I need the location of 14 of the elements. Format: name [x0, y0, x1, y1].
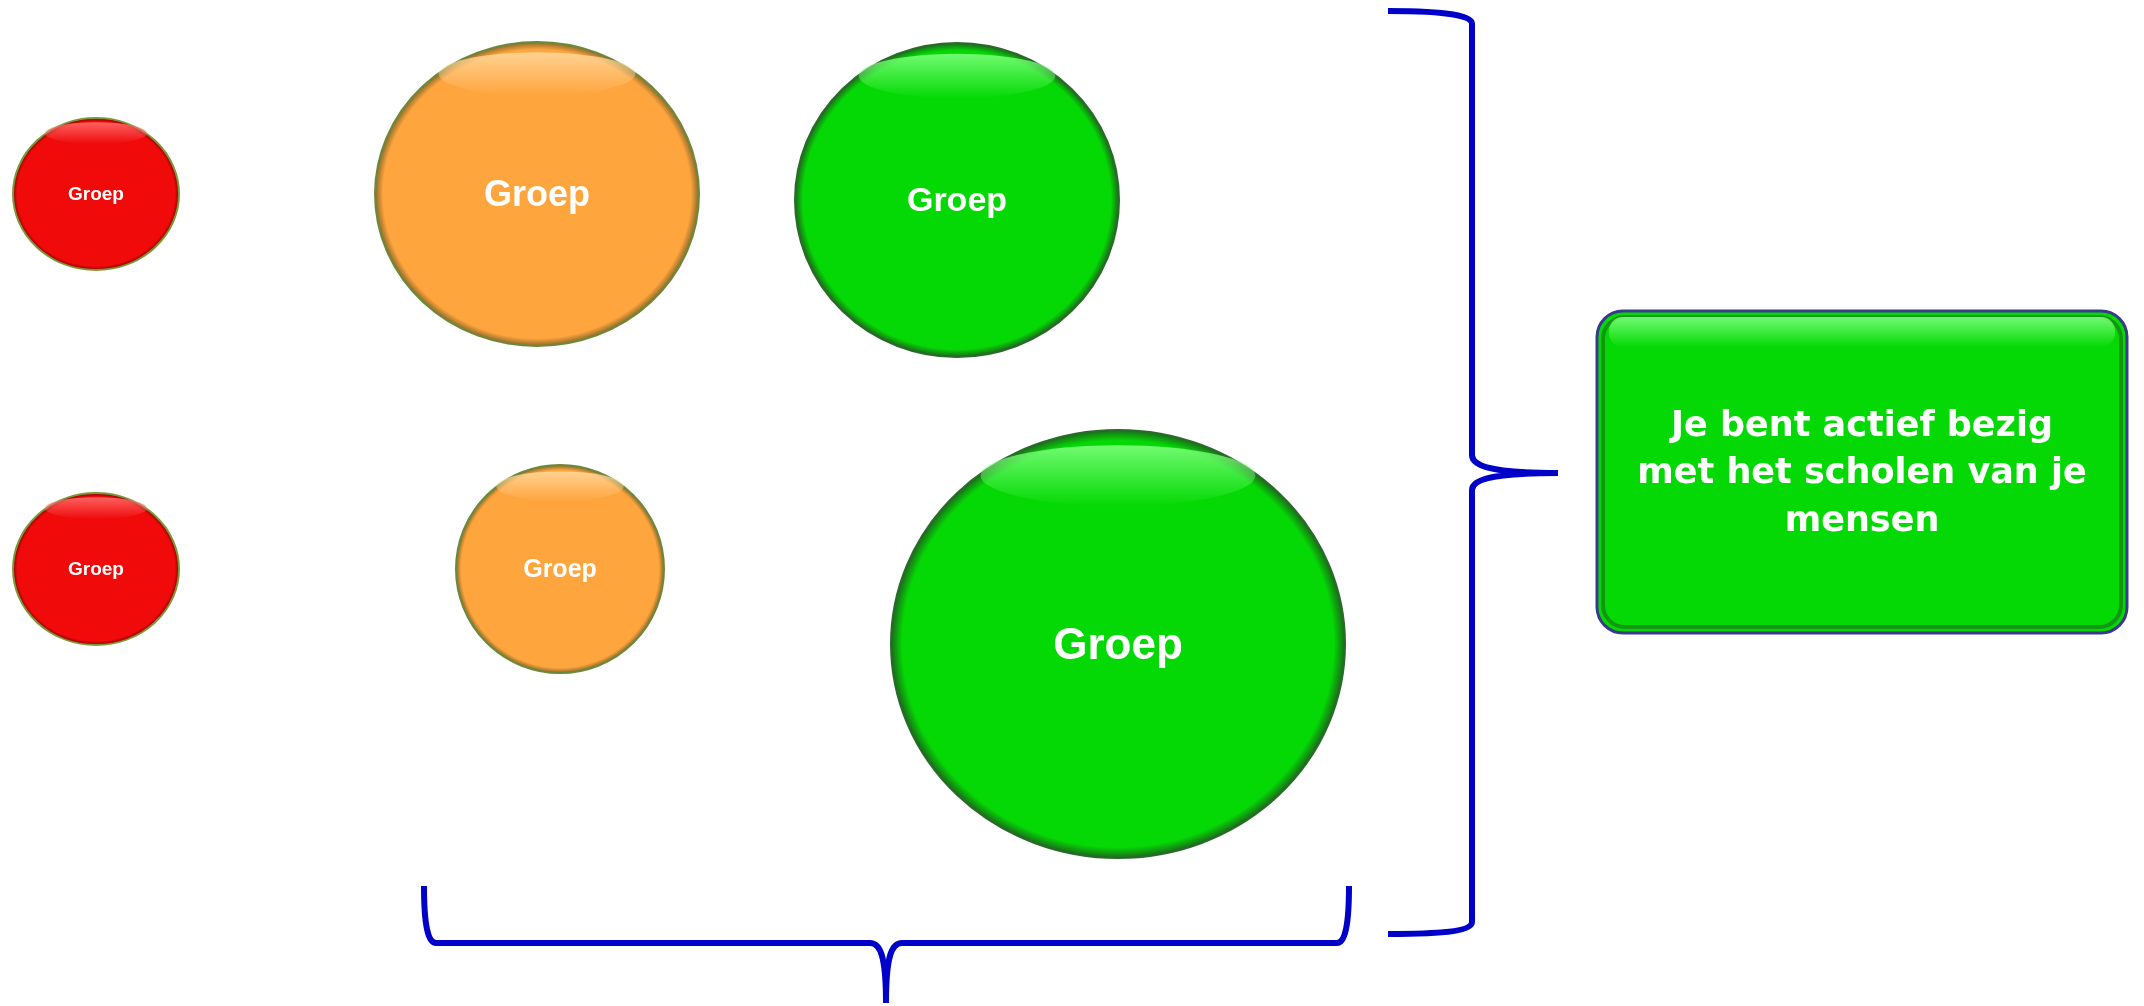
- circle: [11, 116, 181, 272]
- circle: [11, 491, 181, 647]
- circle-label: Groep: [484, 174, 590, 214]
- circle: [793, 41, 1121, 359]
- circle-label: Groep: [523, 555, 597, 583]
- circle: [454, 463, 666, 675]
- circle: [889, 428, 1347, 860]
- rounded-box: [1595, 309, 2129, 635]
- circle-label: Groep: [1053, 619, 1183, 669]
- circle: [373, 40, 701, 348]
- circle-label: Groep: [906, 181, 1008, 219]
- box-text: Je bent actief bezig met het scholen van je mensen: [1636, 403, 2088, 541]
- circle-label: Groep: [68, 183, 124, 205]
- circle-label: Groep: [68, 558, 124, 580]
